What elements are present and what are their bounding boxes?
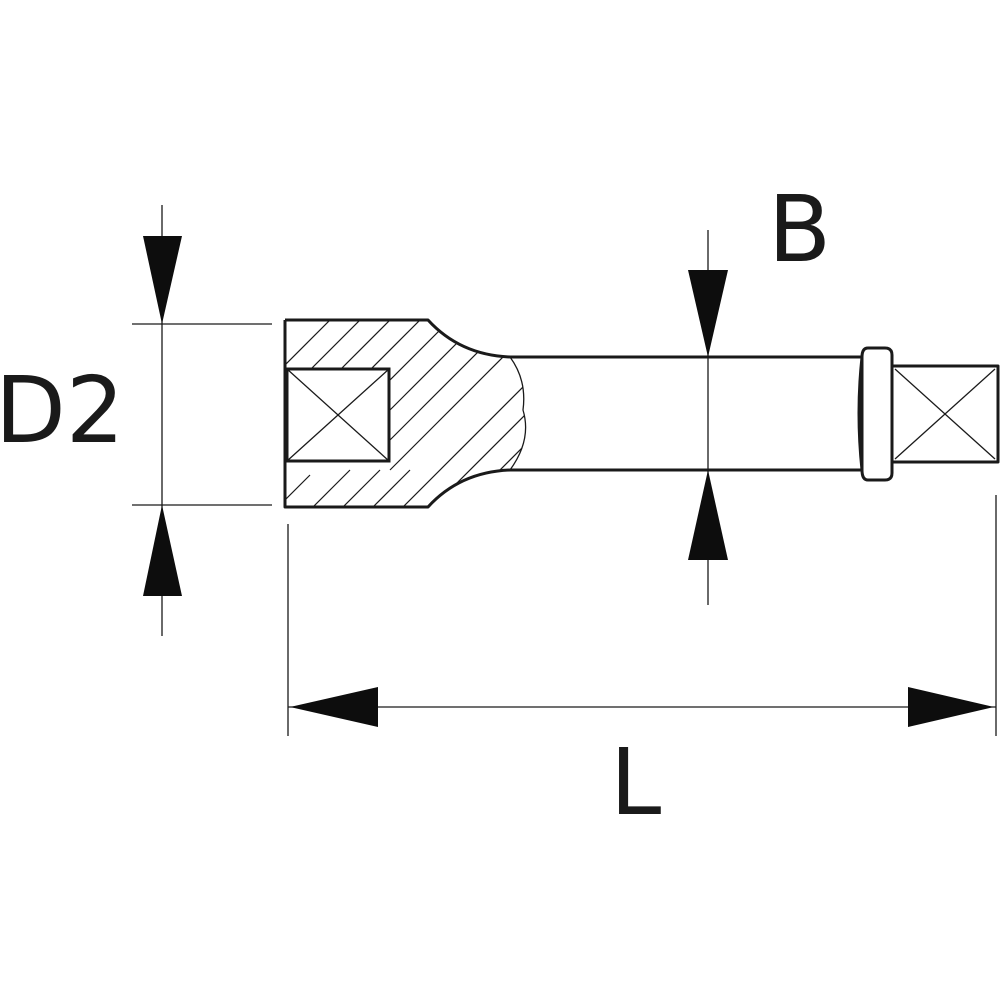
b-arrow-down [688, 270, 728, 357]
drive-square-cross [286, 368, 390, 462]
socket-head-section [283, 318, 527, 509]
socket-head-outline [283, 318, 511, 509]
square-drive-end [890, 364, 1000, 464]
break-line [509, 356, 527, 471]
d2-label: D2 [0, 357, 124, 464]
d2-arrow-down [143, 236, 182, 324]
l-arrow-right [908, 687, 994, 727]
l-dimension: L [287, 495, 997, 836]
collar [860, 346, 894, 482]
l-arrow-left [290, 687, 378, 727]
b-arrow-up [688, 470, 728, 560]
shaft [510, 355, 864, 472]
d2-arrow-up [143, 505, 182, 596]
b-dimension: B [688, 176, 831, 605]
b-label: B [768, 176, 831, 283]
l-label: L [610, 729, 661, 836]
d2-dimension: D2 [0, 205, 272, 636]
